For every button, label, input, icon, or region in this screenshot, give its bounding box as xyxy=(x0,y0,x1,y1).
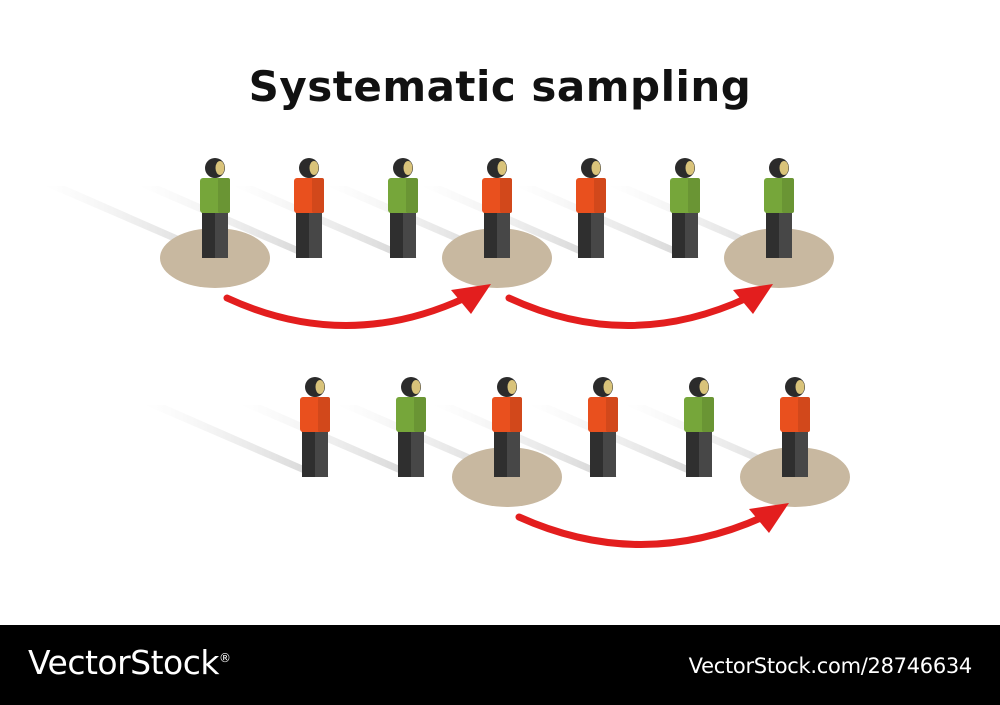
registered-mark: ® xyxy=(219,651,231,665)
person-shadow xyxy=(233,186,417,258)
person-orange xyxy=(482,158,512,258)
person-shadow xyxy=(529,405,713,477)
person-orange xyxy=(588,377,618,477)
person-orange xyxy=(300,377,330,477)
person-shadow xyxy=(421,186,605,258)
person-green xyxy=(670,158,700,258)
sampling-arrow xyxy=(505,294,751,329)
arrow-head xyxy=(733,284,773,314)
person-shadow xyxy=(433,405,617,477)
person-green xyxy=(684,377,714,477)
person-shadow xyxy=(145,405,329,477)
person-orange xyxy=(492,377,522,477)
person-shadow xyxy=(241,405,425,477)
sampling-arrow xyxy=(515,513,767,548)
vectorstock-logo: VectorStock® xyxy=(28,643,231,682)
person-orange xyxy=(780,377,810,477)
person-shadow xyxy=(515,186,699,258)
person-green xyxy=(388,158,418,258)
logo-text: VectorStock xyxy=(28,643,220,682)
diagram-title: Systematic sampling xyxy=(248,62,752,111)
person-orange xyxy=(576,158,606,258)
arrow-head xyxy=(749,503,789,533)
footer-bar: VectorStock® VectorStock.com/28746634 xyxy=(0,625,1000,705)
person-shadow xyxy=(139,186,323,258)
person-green xyxy=(396,377,426,477)
sampling-arrow xyxy=(223,294,469,329)
person-green xyxy=(200,158,230,258)
person-orange xyxy=(294,158,324,258)
sampling-diagram xyxy=(45,158,850,548)
arrow-head xyxy=(451,284,491,314)
person-green xyxy=(764,158,794,258)
image-id: VectorStock.com/28746634 xyxy=(688,654,973,678)
